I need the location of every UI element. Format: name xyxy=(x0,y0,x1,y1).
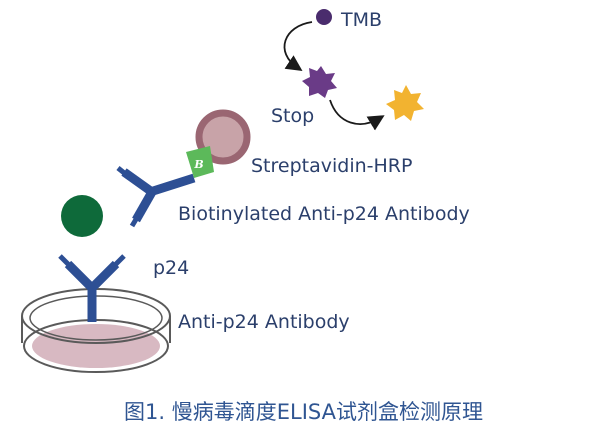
biotin-tag-icon: B xyxy=(186,146,214,178)
figure-caption: 图1. 慢病毒滴度ELISA试剂盒检测原理 xyxy=(124,400,483,424)
p24-antigen-icon xyxy=(61,195,103,237)
tmb-dot-icon xyxy=(316,9,332,25)
stop-label: Stop xyxy=(271,105,315,127)
tmb-label: TMB xyxy=(341,9,383,31)
arrow-stop-icon xyxy=(329,99,385,131)
arrow-tmb-to-product-icon xyxy=(283,21,313,71)
biotinylated-antibody-label: Biotinylated Anti-p24 Antibody xyxy=(178,203,470,225)
stopped-product-star-icon xyxy=(386,85,424,121)
capture-antibody-label: Anti-p24 Antibody xyxy=(178,311,350,333)
streptavidin-hrp-icon xyxy=(195,109,251,165)
oxidized-substrate-star-icon xyxy=(302,66,337,98)
streptavidin-hrp-label: Streptavidin-HRP xyxy=(251,155,413,177)
biotinylated-antibody-icon xyxy=(116,166,196,228)
p24-label: p24 xyxy=(153,257,190,279)
capture-antibody-icon xyxy=(58,254,126,322)
microplate-well-icon xyxy=(21,288,171,373)
biotin-mark: B xyxy=(193,158,203,171)
